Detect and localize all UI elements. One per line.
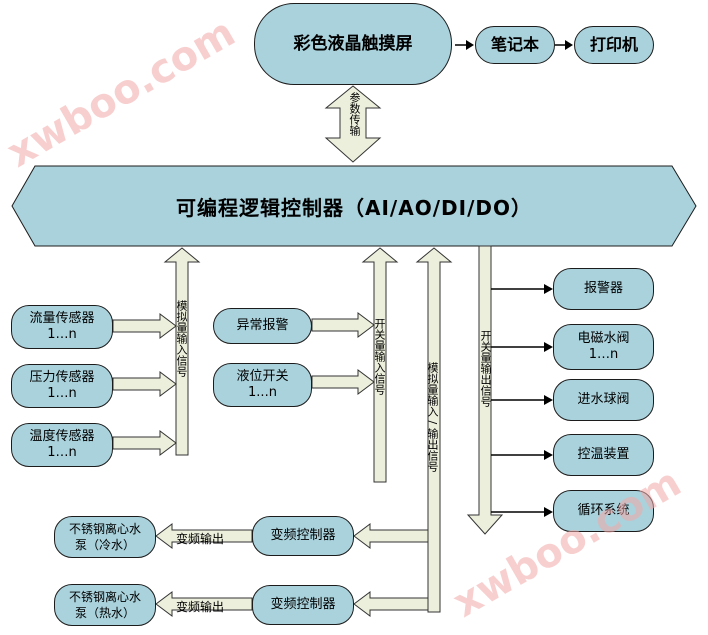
touchscreen-node: 彩色液晶触摸屏 xyxy=(254,3,452,85)
plc-shape xyxy=(11,165,697,247)
switch-level-count: 1...n xyxy=(248,385,277,400)
output-ballvalve-node: 进水球阀 xyxy=(553,379,654,421)
output-connectors xyxy=(491,284,553,517)
analog-io-arrow xyxy=(415,247,453,613)
switch-input-label: 开关量输入信号 xyxy=(373,318,386,395)
output-circulation-node: 循环系统 xyxy=(553,490,654,532)
laptop-label: 笔记本 xyxy=(490,35,539,54)
analog-input-label: 模拟量输入信号 xyxy=(175,300,188,377)
switch-level-node: 液位开关 1...n xyxy=(213,363,312,407)
sensor-arrow-pressure xyxy=(112,371,177,397)
vfd-output-label-cold: 变频输出 xyxy=(176,532,225,546)
switch-output-arrow xyxy=(466,245,504,535)
printer-label: 打印机 xyxy=(589,35,638,54)
vfd-arrow-cold-ctrl xyxy=(353,523,429,549)
vfd-output-label-hot: 变频输出 xyxy=(176,600,225,614)
pump-hot-line1: 不锈钢离心水 xyxy=(68,590,141,604)
pump-cold-node: 不锈钢离心水 泵（冷水） xyxy=(54,516,156,558)
vfd-controller-cold-node: 变频控制器 xyxy=(252,516,354,556)
vfd-controller-hot-label: 变频控制器 xyxy=(270,597,336,612)
output-solenoid-name: 电磁水阀 xyxy=(577,331,630,346)
switch-input-arrow xyxy=(361,247,399,483)
sensor-temp-node: 温度传感器 1…n xyxy=(11,423,113,467)
param-transfer-arrow xyxy=(324,85,382,163)
pump-cold-line1: 不锈钢离心水 xyxy=(68,522,141,536)
pump-hot-node: 不锈钢离心水 泵（热水） xyxy=(54,584,156,626)
vfd-arrow-hot-ctrl xyxy=(353,591,429,617)
output-circulation-name: 循环系统 xyxy=(577,503,630,518)
analog-io-label: 模拟量输入 / 输出信号 xyxy=(426,362,439,472)
sensor-flow-count: 1…n xyxy=(47,327,77,342)
pump-hot-line2: 泵（热水） xyxy=(74,606,135,620)
printer-node: 打印机 xyxy=(574,26,654,64)
sensor-temp-name: 温度传感器 xyxy=(29,429,95,444)
plc-label: 可编程逻辑控制器（AI/AO/DI/DO） xyxy=(176,195,532,220)
output-alarm-name: 报警器 xyxy=(583,281,623,296)
touchscreen-label: 彩色液晶触摸屏 xyxy=(293,34,413,54)
switch-output-label: 开关量输出信号 xyxy=(479,330,492,407)
vfd-controller-cold-label: 变频控制器 xyxy=(270,528,336,543)
sensor-arrow-flow xyxy=(112,313,177,339)
output-tempctrl-name: 控温装置 xyxy=(577,447,630,462)
sensor-pressure-count: 1…n xyxy=(47,386,77,401)
sensor-pressure-name: 压力传感器 xyxy=(29,370,95,385)
vfd-output-arrow-cold xyxy=(155,523,253,549)
output-tempctrl-node: 控温装置 xyxy=(553,434,654,476)
switch-alarm-name: 异常报警 xyxy=(236,318,289,333)
sensor-flow-name: 流量传感器 xyxy=(29,311,95,326)
output-solenoid-count: 1…n xyxy=(588,347,619,362)
output-ballvalve-name: 进水球阀 xyxy=(577,392,630,407)
top-connectors xyxy=(455,40,573,50)
pump-cold-line2: 泵（冷水） xyxy=(74,538,135,552)
vfd-controller-hot-node: 变频控制器 xyxy=(252,585,354,625)
vfd-output-arrow-hot xyxy=(155,591,253,617)
switch-alarm-node: 异常报警 xyxy=(213,308,312,344)
sensor-flow-node: 流量传感器 1…n xyxy=(11,305,113,349)
switch-arrow-alarm xyxy=(311,312,375,338)
sensor-temp-count: 1…n xyxy=(47,445,77,460)
analog-input-arrow xyxy=(163,247,201,456)
param-transfer-label: 参数传输 xyxy=(348,92,361,136)
switch-level-name: 液位开关 xyxy=(236,369,289,384)
sensor-arrow-temp xyxy=(112,430,177,456)
output-alarm-node: 报警器 xyxy=(553,268,654,310)
output-solenoid-node: 电磁水阀 1…n xyxy=(553,324,654,370)
sensor-pressure-node: 压力传感器 1…n xyxy=(11,364,113,408)
switch-arrow-level xyxy=(311,369,375,395)
laptop-node: 笔记本 xyxy=(475,26,555,64)
